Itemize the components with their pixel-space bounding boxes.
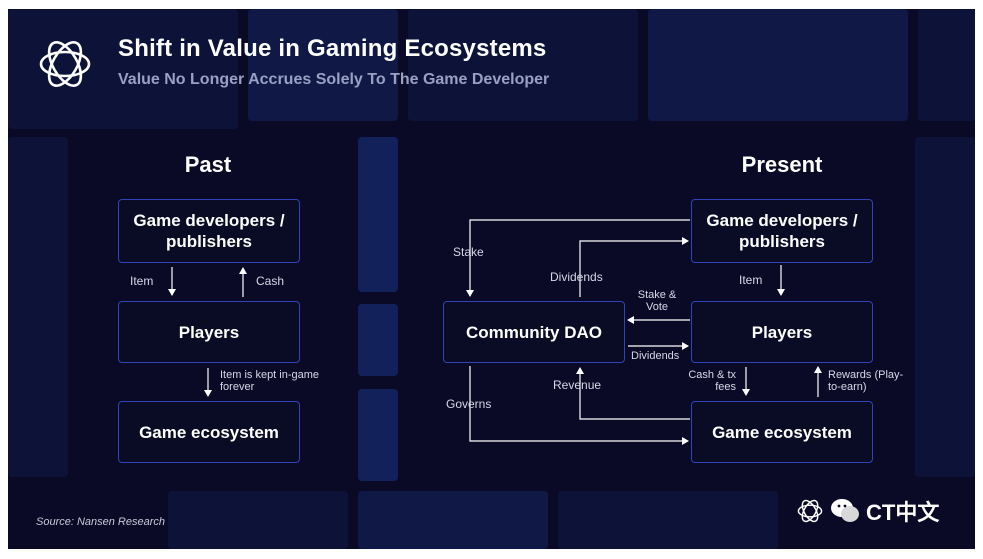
past-players-node: Players <box>118 301 300 363</box>
page-title: Shift in Value in Gaming Ecosystems <box>118 35 547 62</box>
present-heading: Present <box>741 152 823 177</box>
past-kept-label: Item is kept in-game forever <box>220 369 320 393</box>
dividends-top-arrow <box>579 237 689 297</box>
bg-tile <box>918 9 975 121</box>
past-cash-label: Cash <box>256 274 285 288</box>
past-ecosystem-node: Game ecosystem <box>118 401 300 463</box>
dividends-top-label: Dividends <box>550 270 603 284</box>
bg-tile <box>648 9 908 121</box>
revenue-arrow <box>576 367 690 420</box>
governs-arrow <box>469 366 689 445</box>
revenue-label: Revenue <box>553 378 602 392</box>
rewards-label: Rewards (Play-to-earn) <box>828 369 904 393</box>
past-item-label: Item <box>130 274 154 288</box>
slide: Shift in Value in Gaming Ecosystems Valu… <box>8 9 975 549</box>
stake-vote-label: Stake & Vote <box>637 289 677 313</box>
stake-label: Stake <box>453 245 484 259</box>
bg-tile <box>358 491 548 549</box>
bg-tile <box>358 137 398 292</box>
stake-arrow <box>466 219 690 297</box>
chat-bubble-icon <box>831 499 859 522</box>
watermark: CT中文 <box>796 495 939 527</box>
present-players-node: Players <box>691 301 873 363</box>
bg-tile <box>358 389 398 481</box>
present-item-label: Item <box>739 273 763 287</box>
bg-tile <box>915 137 975 477</box>
source-note: Source: Nansen Research <box>36 516 166 528</box>
cash-fees-label: Cash & tx fees <box>688 369 736 393</box>
interlocking-rings-icon <box>39 41 91 87</box>
bg-tile <box>8 137 68 477</box>
present-developers-node: Game developers / publishers <box>691 199 873 263</box>
present-ecosystem-node: Game ecosystem <box>691 401 873 463</box>
bg-tile <box>168 491 348 549</box>
past-heading: Past <box>184 152 232 177</box>
bg-tile <box>408 9 638 121</box>
watermark-logo-icon <box>797 499 823 523</box>
bg-tile <box>558 491 778 549</box>
dao-node: Community DAO <box>443 301 625 363</box>
governs-label: Governs <box>446 397 492 411</box>
flow-arrows <box>168 219 822 445</box>
dividends-mid-label: Dividends <box>631 350 680 362</box>
bg-tile <box>358 304 398 376</box>
page-subtitle: Value No Longer Accrues Solely To The Ga… <box>118 71 550 88</box>
bg-tile <box>248 9 398 121</box>
past-developers-node: Game developers / publishers <box>118 199 300 263</box>
bg-tile <box>8 9 238 129</box>
watermark-text: CT中文 <box>866 500 940 525</box>
